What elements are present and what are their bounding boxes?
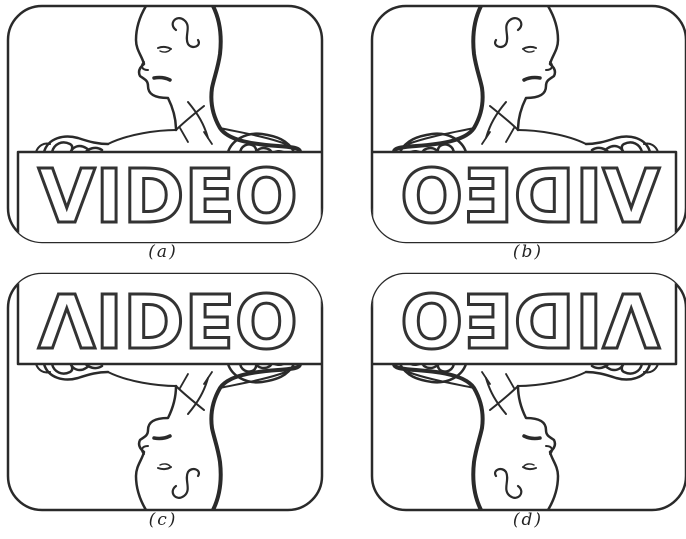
sign-word-d: VIDEO [400, 276, 660, 362]
sign-word-a: VIDEO [38, 154, 298, 240]
panel-b: VIDEO [372, 6, 686, 248]
sign-word-c: VIDEO [38, 276, 298, 362]
panel-a: VIDEO [8, 6, 322, 248]
panel-label-b: (b) [488, 242, 568, 262]
sign-word-b: VIDEO [400, 154, 660, 240]
panel-c: VIDEO [8, 268, 322, 510]
panel-label-d: (d) [488, 510, 568, 530]
panel-d: VIDEO [372, 268, 686, 510]
panel-label-c: (c) [123, 510, 203, 530]
panel-label-a: (a) [123, 242, 203, 262]
